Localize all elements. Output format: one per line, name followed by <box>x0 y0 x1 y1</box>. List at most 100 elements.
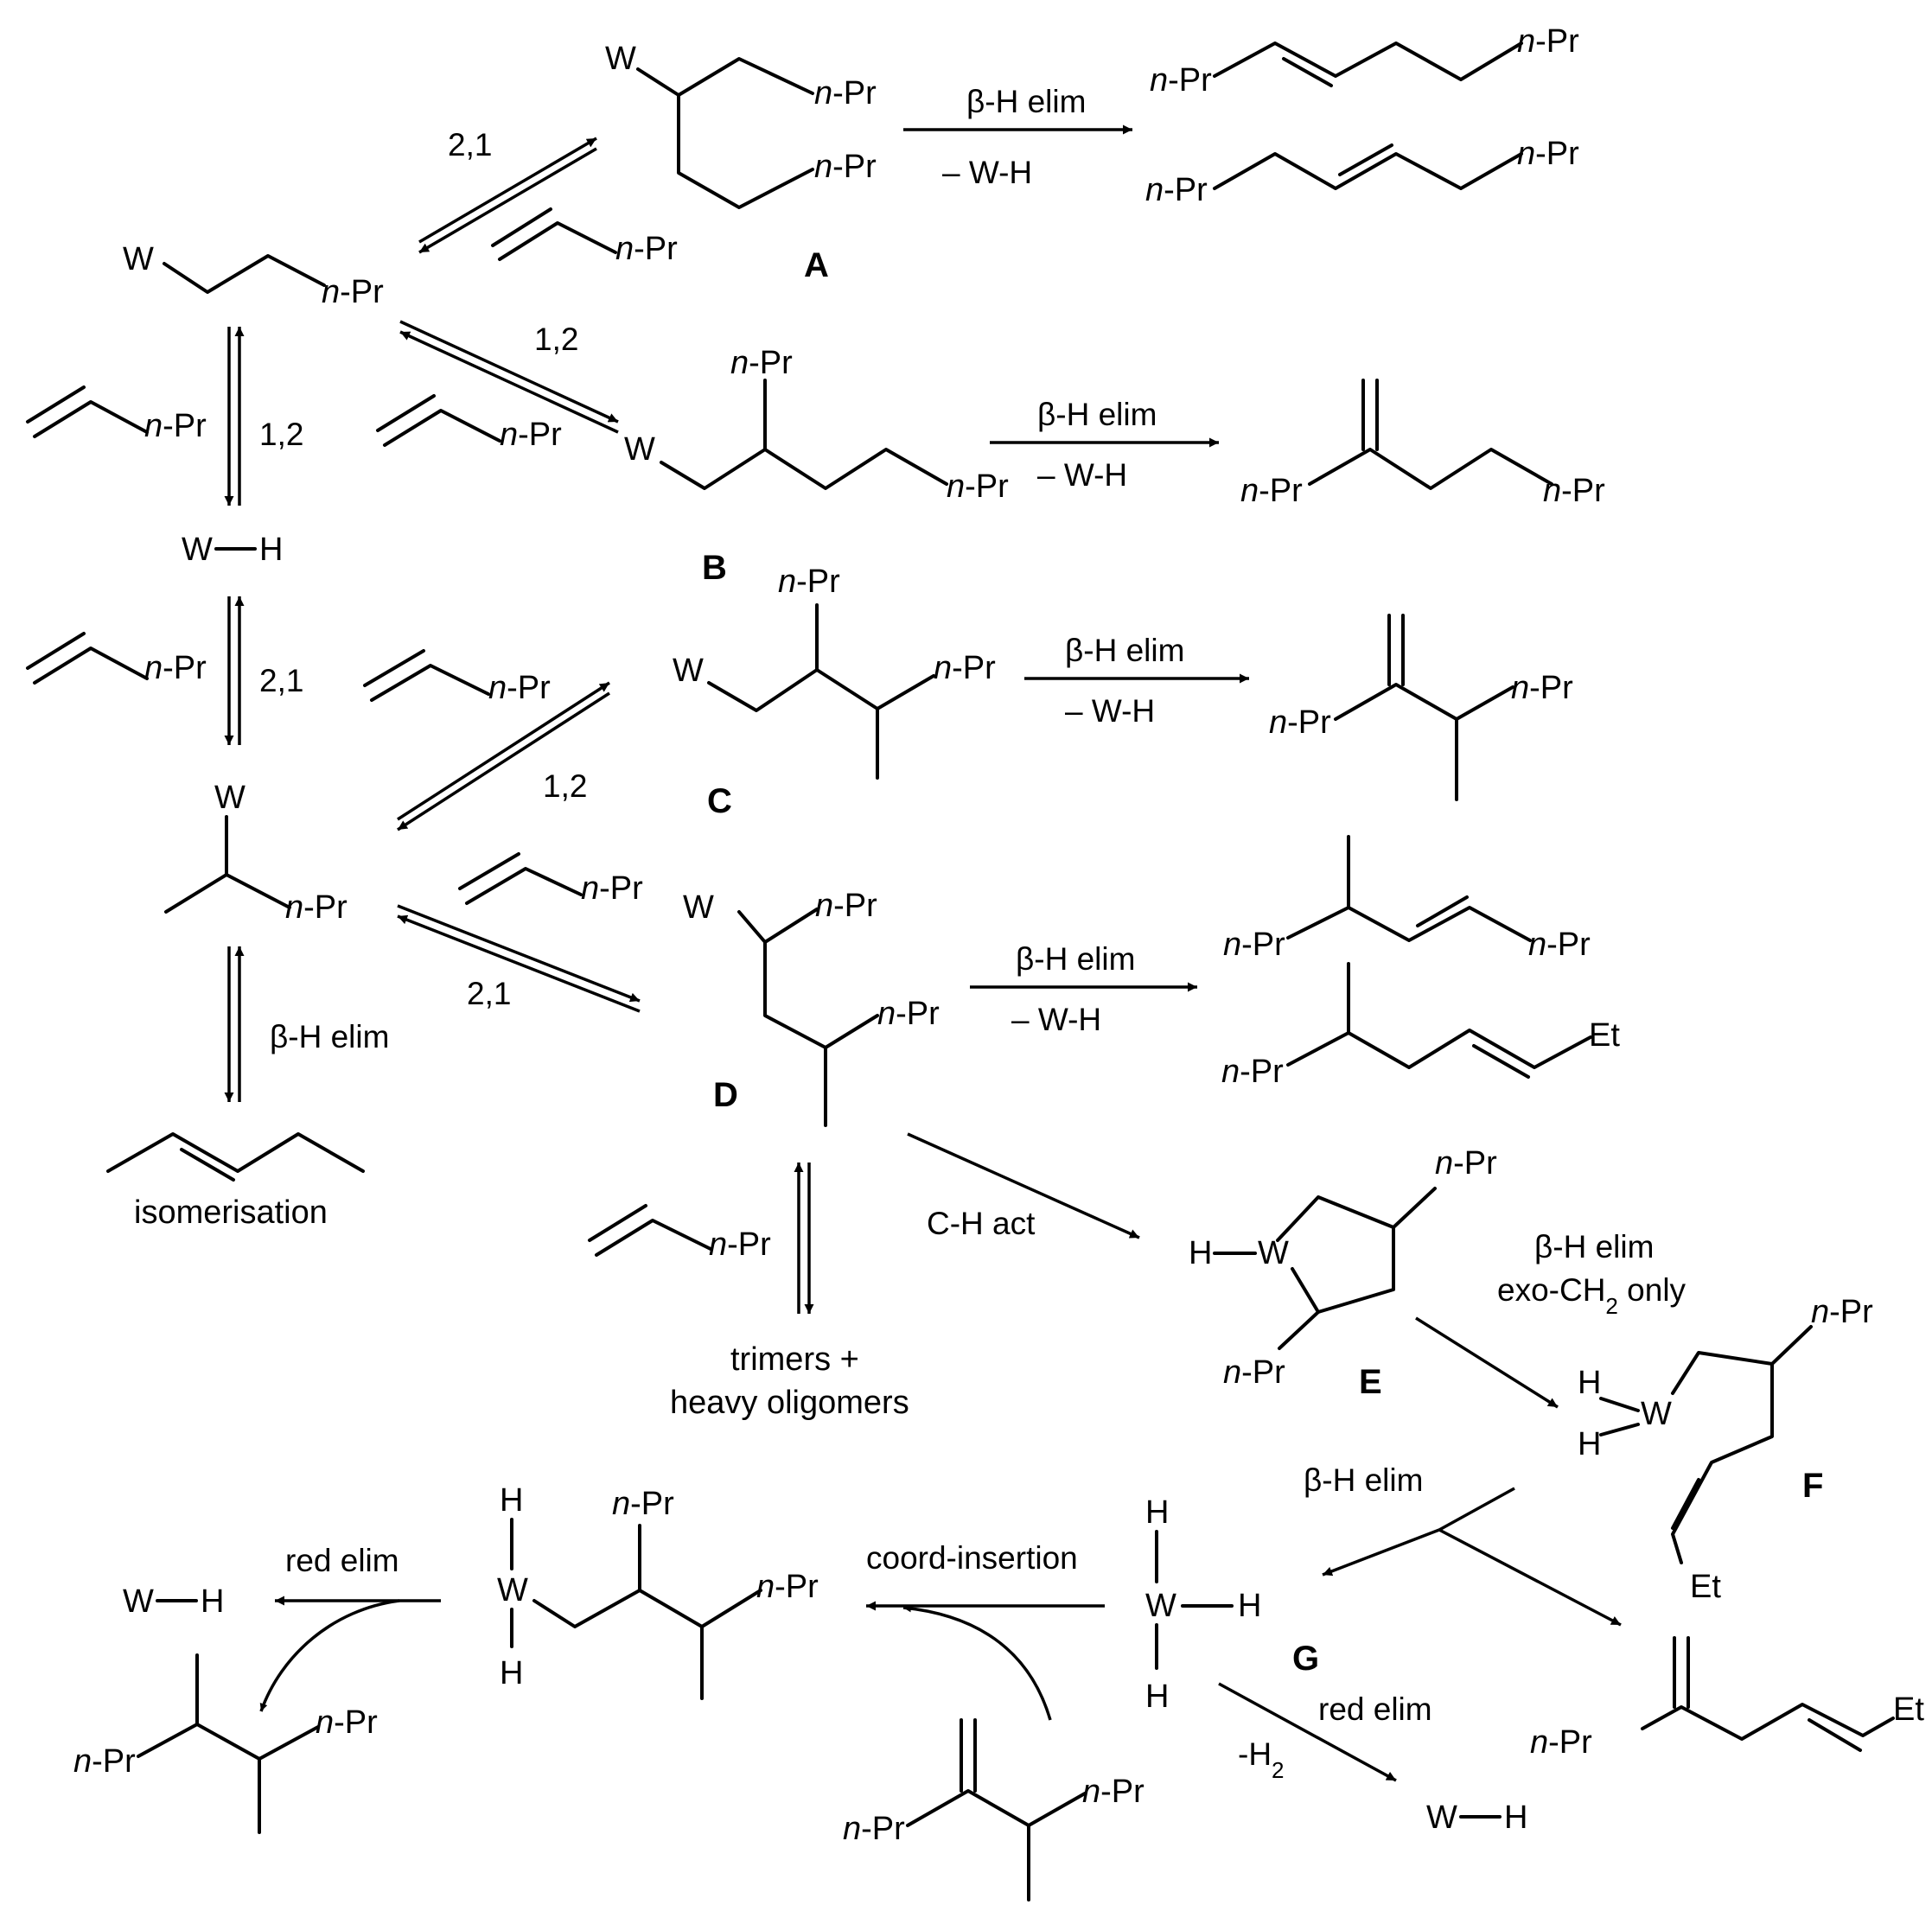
w-hydride-left: W H <box>123 1583 224 1620</box>
arrow-condition: β-H elim <box>1065 633 1184 668</box>
arrow-condition: – W-H <box>1065 693 1155 729</box>
npr-label: n-Pr <box>1145 172 1208 208</box>
npr-label: n-Pr <box>877 996 940 1032</box>
npr-label: n-Pr <box>1435 1145 1497 1182</box>
atom-et: Et <box>1893 1691 1924 1728</box>
species-d: W n-Pr n-Pr D <box>683 888 940 1127</box>
npr-label: n-Pr <box>1517 23 1579 60</box>
atom-w: W <box>1641 1396 1672 1432</box>
alkane-product: n-Pr n-Pr <box>73 1653 378 1834</box>
equilibrium-arrows-a: 2,1 <box>418 127 597 254</box>
npr-label: n-Pr <box>1082 1774 1145 1810</box>
arrow-condition: – W-H <box>942 155 1032 190</box>
npr-label: n-Pr <box>1811 1294 1873 1330</box>
atom-w: W <box>605 41 636 77</box>
regio-label: 2,1 <box>467 976 511 1011</box>
npr-label: n-Pr <box>814 75 877 111</box>
compound-label-b: B <box>702 549 727 587</box>
arrow-condition: – W-H <box>1037 457 1127 493</box>
atom-w: W <box>1426 1800 1457 1836</box>
arrow-condition: red elim <box>1318 1691 1432 1727</box>
npr-label: n-Pr <box>1240 473 1303 509</box>
alkyl-w-species: W n-Pr <box>123 241 384 310</box>
oligomer-note: heavy oligomers <box>670 1385 909 1421</box>
branched-olefin-monomer: n-Pr n-Pr <box>843 1718 1145 1901</box>
dihydride-alkyl-w: H W H n-Pr n-Pr <box>497 1482 819 1700</box>
npr-label: n-Pr <box>500 417 562 453</box>
atom-w: W <box>497 1572 528 1608</box>
atom-w: W <box>123 1583 154 1620</box>
arrow-condition: -H2 <box>1238 1736 1285 1783</box>
pentene-monomer-c: n-Pr <box>363 649 551 706</box>
species-f: H W H n-Pr Et F <box>1578 1294 1873 1605</box>
w-hydride-final: W H <box>1426 1800 1527 1836</box>
npr-label: n-Pr <box>322 274 384 310</box>
npr-label: n-Pr <box>1528 927 1591 963</box>
pentene-monomer-a: n-Pr <box>491 207 678 267</box>
npr-label: n-Pr <box>1511 670 1573 706</box>
atom-h: H <box>1145 1678 1169 1715</box>
arrow-condition: β-H elim <box>270 1019 389 1054</box>
atom-h: H <box>1238 1588 1261 1624</box>
arrow-condition: coord-insertion <box>866 1540 1078 1576</box>
arrow-d-elim: β-H elim – W-H <box>970 941 1197 1037</box>
regio-label: 2,1 <box>448 127 492 162</box>
product-f: n-Pr Et <box>1530 1636 1924 1761</box>
atom-w: W <box>683 889 714 926</box>
pentene-monomer-left-2: n-Pr <box>26 632 207 686</box>
compound-label-d: D <box>713 1076 738 1114</box>
npr-label: n-Pr <box>1543 473 1605 509</box>
internal-alkene: isomerisation <box>106 1132 365 1231</box>
pentene-monomer-olig: n-Pr <box>588 1204 771 1263</box>
product-d-2: n-Pr Et <box>1221 962 1620 1090</box>
atom-h: H <box>1189 1235 1212 1271</box>
npr-label: n-Pr <box>947 468 1009 505</box>
arrow-b-elim: β-H elim – W-H <box>990 397 1219 493</box>
npr-label: n-Pr <box>730 345 793 381</box>
atom-w: W <box>673 653 704 689</box>
arrow-red-elim-final: red elim <box>259 1543 441 1712</box>
product-d-1: n-Pr n-Pr <box>1223 835 1591 963</box>
pentene-monomer-b: n-Pr <box>376 394 562 453</box>
species-e: H W n-Pr n-Pr E <box>1189 1145 1497 1401</box>
regio-label: 1,2 <box>534 322 578 357</box>
equilibrium-arrows-vert-2: 2,1 <box>224 596 303 745</box>
compound-label-f: F <box>1802 1467 1823 1505</box>
npr-label: n-Pr <box>1223 927 1285 963</box>
oligomer-arrows: trimers + heavy oligomers <box>670 1163 909 1421</box>
atom-h: H <box>500 1482 523 1519</box>
npr-label: n-Pr <box>581 870 643 907</box>
arrow-ch-activation: C-H act <box>907 1132 1140 1241</box>
species-a: W n-Pr n-Pr A <box>605 41 877 284</box>
product-a-2: n-Pr n-Pr <box>1145 136 1579 208</box>
atom-h: H <box>1145 1494 1169 1531</box>
arrow-condition: – W-H <box>1011 1002 1101 1037</box>
npr-label: n-Pr <box>756 1569 819 1605</box>
npr-label: n-Pr <box>73 1743 136 1780</box>
equilibrium-arrows-b: 1,2 <box>399 320 619 434</box>
npr-label: n-Pr <box>843 1811 905 1847</box>
npr-label: n-Pr <box>1269 704 1331 741</box>
npr-label: n-Pr <box>316 1704 378 1741</box>
arrow-g-red-elim: red elim -H2 <box>1218 1682 1432 1783</box>
arrow-condition: β-H elim <box>966 84 1086 119</box>
npr-label: n-Pr <box>1517 136 1579 172</box>
arrow-coord-insertion: coord-insertion <box>866 1540 1105 1721</box>
compound-label-c: C <box>707 782 732 820</box>
atom-h: H <box>500 1655 523 1691</box>
secondary-alkyl-w: W n-Pr <box>164 780 348 926</box>
arrow-condition: β-H elim <box>1304 1462 1423 1498</box>
arrow-condition: β-H elim <box>1534 1229 1654 1264</box>
npr-label: n-Pr <box>488 670 551 706</box>
npr-label: n-Pr <box>144 650 207 686</box>
atom-w: W <box>624 431 655 468</box>
npr-label: n-Pr <box>1221 1054 1284 1090</box>
compound-label-e: E <box>1359 1363 1382 1401</box>
regio-label: 1,2 <box>259 417 303 452</box>
atom-h: H <box>259 532 283 568</box>
atom-h: H <box>201 1583 224 1620</box>
product-c: n-Pr n-Pr <box>1269 614 1573 801</box>
npr-label: n-Pr <box>814 149 877 185</box>
product-a-1: n-Pr n-Pr <box>1150 23 1579 99</box>
